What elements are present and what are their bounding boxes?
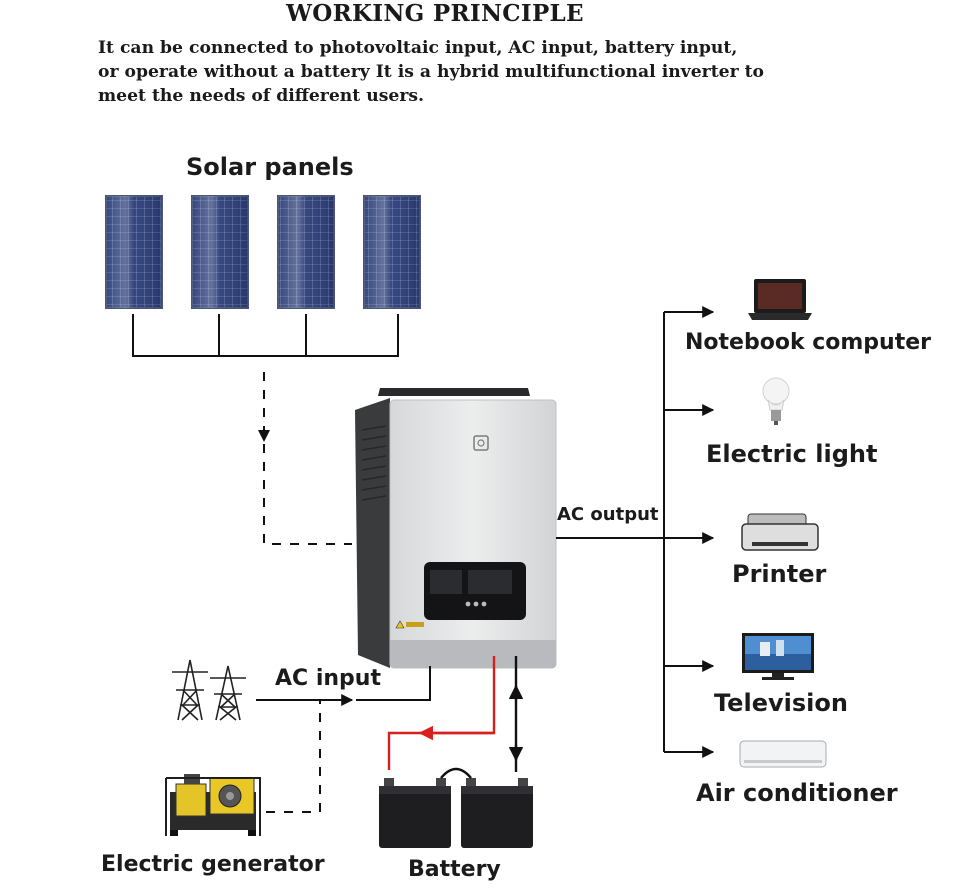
battery-wiring bbox=[387, 656, 524, 772]
laptop-icon bbox=[748, 279, 812, 320]
printer-icon bbox=[741, 513, 819, 551]
electric-generator-icon bbox=[165, 774, 261, 836]
power-tower-icon bbox=[172, 659, 246, 721]
description: It can be connected to photovoltaic inpu… bbox=[98, 36, 954, 108]
load-label-air-conditioner: Air conditioner bbox=[696, 779, 898, 807]
description-line-3: meet the needs of different users. bbox=[98, 86, 425, 106]
ac-output-label: AC output bbox=[557, 504, 659, 525]
air-conditioner-icon bbox=[739, 740, 827, 768]
ac-output-bus bbox=[556, 306, 715, 758]
solar-panel-icon bbox=[105, 195, 163, 309]
electric-generator-label: Electric generator bbox=[101, 852, 325, 877]
ac-input-line bbox=[256, 666, 431, 706]
load-label-notebook-computer: Notebook computer bbox=[685, 330, 932, 355]
load-label-printer: Printer bbox=[732, 560, 827, 588]
pv-arrow-icon bbox=[258, 430, 270, 442]
ac-input-label: AC input bbox=[275, 666, 381, 691]
solar-panel-array bbox=[105, 195, 421, 309]
light-bulb-icon bbox=[762, 377, 790, 425]
load-label-television: Television bbox=[714, 689, 848, 717]
television-icon bbox=[742, 633, 814, 680]
solar-panel-icon bbox=[191, 195, 249, 309]
pv-input-line bbox=[263, 372, 352, 545]
solar-panel-icon bbox=[277, 195, 335, 309]
solar-panel-icon bbox=[363, 195, 421, 309]
generator-line bbox=[266, 700, 321, 813]
panel-wiring bbox=[132, 314, 399, 357]
description-line-2: or operate without a battery It is a hyb… bbox=[98, 62, 765, 82]
solar-panels-label: Solar panels bbox=[186, 153, 354, 181]
hybrid-inverter-icon bbox=[355, 388, 557, 669]
battery-label: Battery bbox=[408, 857, 501, 882]
battery-icon bbox=[379, 767, 533, 848]
page-title: WORKING PRINCIPLE bbox=[286, 0, 584, 27]
description-line-1: It can be connected to photovoltaic inpu… bbox=[98, 38, 738, 58]
load-label-electric-light: Electric light bbox=[706, 440, 878, 468]
